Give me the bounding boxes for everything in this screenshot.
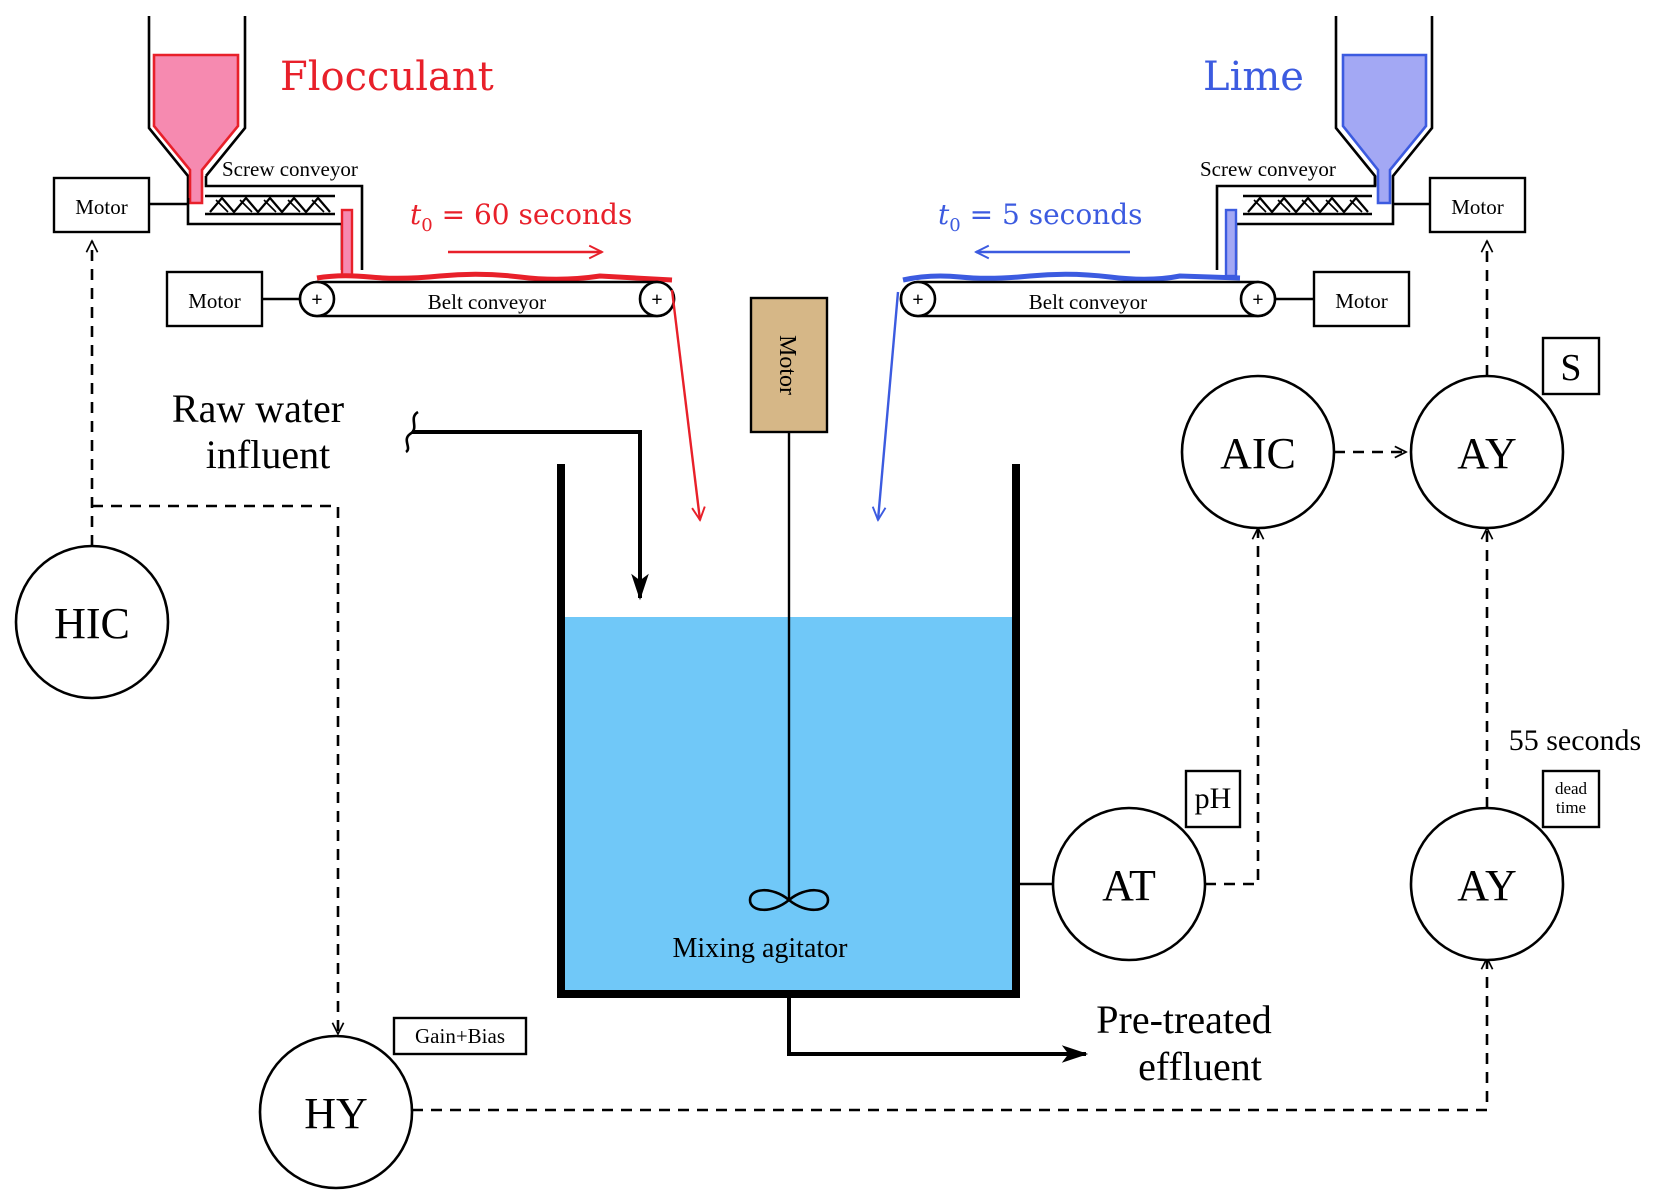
motor-belt-right-label: Motor xyxy=(1335,289,1388,313)
screw-conveyor-left xyxy=(186,176,364,278)
pipe-break-icon xyxy=(405,410,419,454)
lime-label: Lime xyxy=(1203,54,1304,100)
influent-label-line2: influent xyxy=(206,432,330,477)
flocculant-drop-arrow xyxy=(670,289,700,520)
screw-auger-icon xyxy=(205,194,335,216)
motor-agitator-label: Motor xyxy=(774,335,800,395)
screw-conveyor-right xyxy=(1215,176,1395,278)
svg-text:+: + xyxy=(651,289,662,311)
lime-dead-time: t0 = 5 seconds xyxy=(938,198,1143,236)
belt-roller-icon: + xyxy=(298,280,336,318)
motor-screw-left: Motor xyxy=(52,176,151,234)
hic-to-hy-signal xyxy=(92,504,338,1034)
lime-hopper xyxy=(1334,16,1434,205)
hy-to-ay-delay-signal xyxy=(412,958,1487,1112)
svg-text:+: + xyxy=(912,289,923,311)
motor-screw-right: Motor xyxy=(1428,176,1527,234)
belt-conveyor-right-label: Belt conveyor xyxy=(1029,290,1147,314)
aic-bubble: AIC xyxy=(1180,374,1336,530)
effluent-label-line1: Pre-treated xyxy=(1096,997,1271,1042)
hy-function-box: Gain+Bias xyxy=(392,1016,528,1056)
influent-pipe xyxy=(412,430,649,601)
at-function-box: pH xyxy=(1184,769,1242,829)
ay-delay-function-line2: time xyxy=(1556,798,1586,817)
effluent-pipe xyxy=(787,994,1089,1063)
ay-delay-label: AY xyxy=(1457,861,1517,910)
svg-text:+: + xyxy=(1252,289,1263,311)
hy-bubble: HY xyxy=(258,1034,414,1190)
agitator-impeller-icon xyxy=(748,888,830,912)
motor-screw-right-label: Motor xyxy=(1451,195,1504,219)
at-label: AT xyxy=(1102,861,1156,910)
motor-belt-left-label: Motor xyxy=(188,289,241,313)
motor-belt-right: Motor xyxy=(1312,270,1411,328)
hic-bubble: HIC xyxy=(14,544,170,700)
motor-belt-left: Motor xyxy=(165,270,264,328)
belt-roller-icon: + xyxy=(638,280,676,318)
screw-auger-icon xyxy=(1243,194,1372,216)
screw-conveyor-right-label: Screw conveyor xyxy=(1200,157,1336,181)
effluent-label-line2: effluent xyxy=(1138,1044,1262,1089)
at-bubble: AT xyxy=(1051,806,1207,962)
belt-conveyor-left: + + Belt conveyor xyxy=(298,271,676,318)
hic-label: HIC xyxy=(54,599,130,648)
ay-delay-function-line1: dead xyxy=(1555,779,1588,798)
ay-select-function-label: S xyxy=(1560,347,1581,389)
aic-label: AIC xyxy=(1220,429,1296,478)
hy-function-label: Gain+Bias xyxy=(415,1024,505,1048)
belt-conveyor-right: + + Belt conveyor xyxy=(899,271,1277,318)
ay-select-function-box: S xyxy=(1541,336,1601,396)
lime-drop-arrow xyxy=(878,291,900,520)
flocculant-label: Flocculant xyxy=(280,54,494,100)
at-to-aic-signal xyxy=(1205,528,1258,886)
belt-roller-icon: + xyxy=(899,280,937,318)
belt-roller-icon: + xyxy=(1239,280,1277,318)
screw-conveyor-left-label: Screw conveyor xyxy=(222,157,358,181)
flocculant-hopper xyxy=(147,16,247,205)
agitator-label: Mixing agitator xyxy=(673,933,849,964)
svg-text:+: + xyxy=(311,289,322,311)
ay-select-bubble: AY xyxy=(1409,374,1565,530)
ay-select-label: AY xyxy=(1457,429,1517,478)
ay-delay-function-box: dead time xyxy=(1541,769,1601,829)
delay-label: 55 seconds xyxy=(1509,724,1641,757)
flocculant-dead-time: t0 = 60 seconds xyxy=(410,198,632,236)
ay-delay-bubble: AY xyxy=(1409,806,1565,962)
belt-conveyor-left-label: Belt conveyor xyxy=(428,290,546,314)
motor-screw-left-label: Motor xyxy=(75,195,128,219)
influent-label-line1: Raw water xyxy=(172,386,344,431)
motor-agitator: Motor xyxy=(749,296,829,434)
at-function-label: pH xyxy=(1195,782,1232,815)
hy-label: HY xyxy=(304,1089,368,1138)
